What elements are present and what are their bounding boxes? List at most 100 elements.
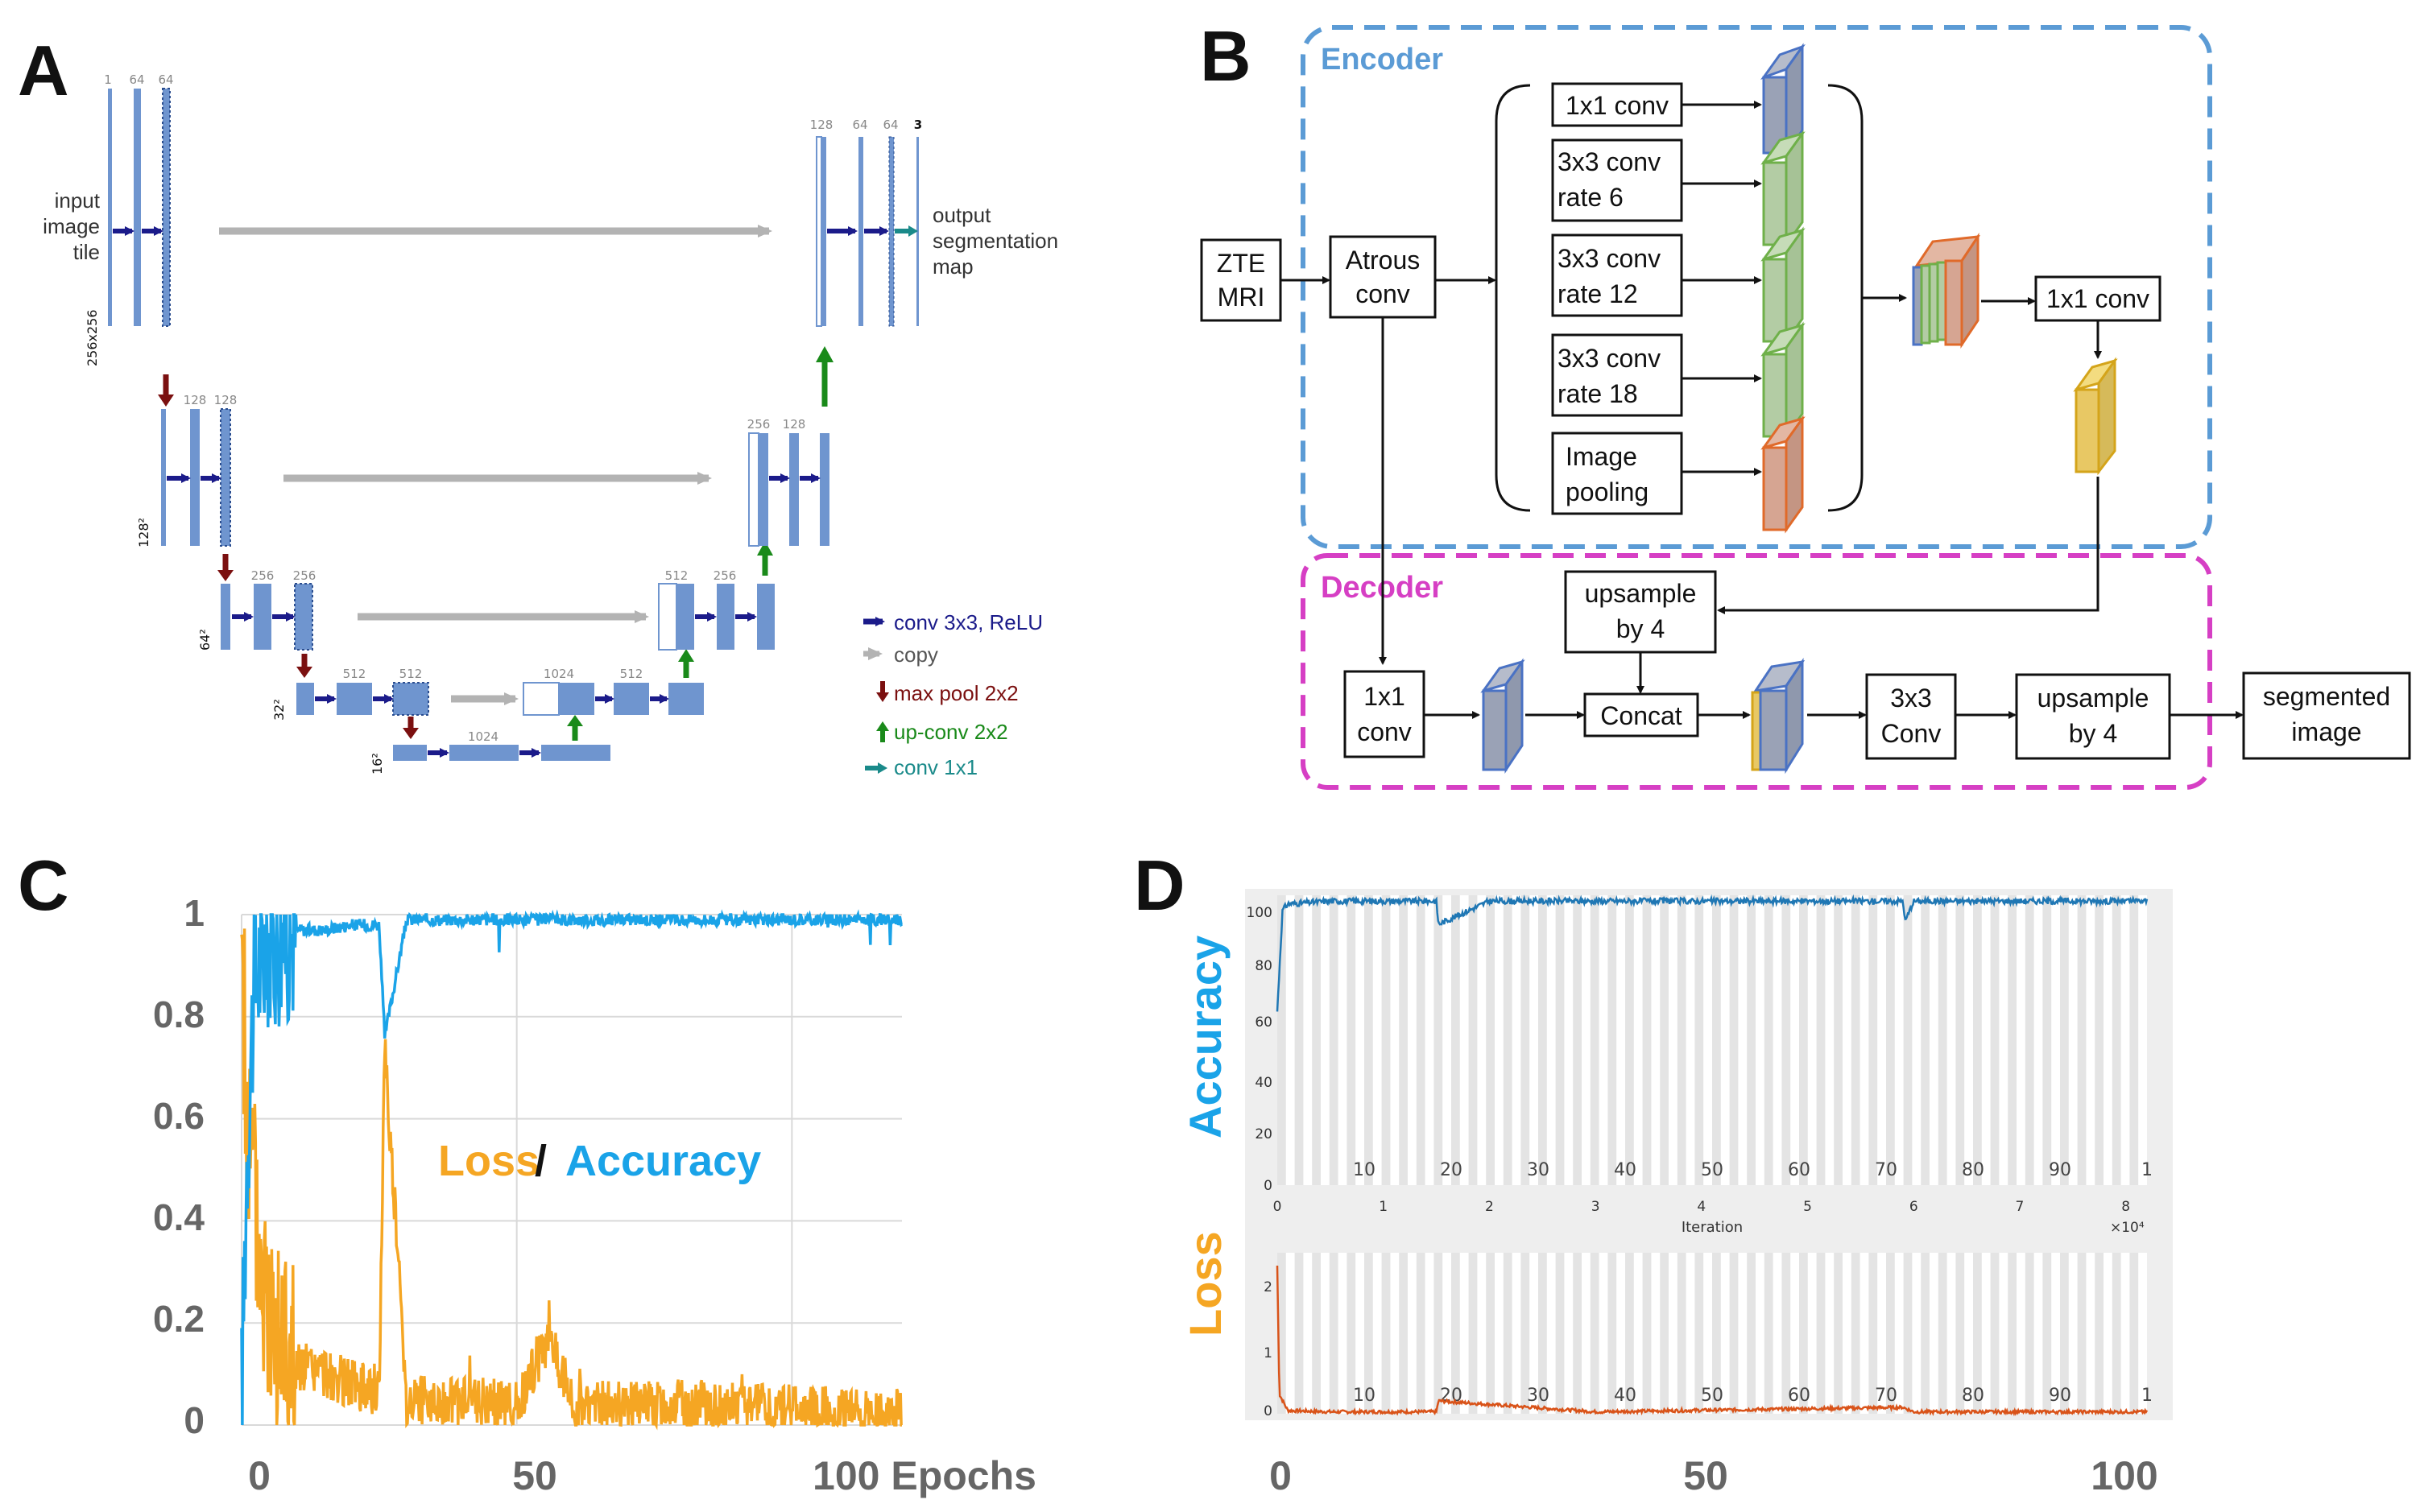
legend-conv1x1-icon-head: [878, 762, 887, 774]
chart-d-epoch-stripe: [1642, 1253, 1652, 1414]
feature-map-green-1: [1760, 130, 1806, 249]
chart-d-epoch-stripe: [1677, 1253, 1686, 1414]
zte-mri-box: [1200, 238, 1282, 322]
chart-d-epoch-tick: 80: [1962, 1386, 1984, 1406]
chart-d-epoch-stripe: [2008, 1253, 2017, 1414]
chart-d-epoch-stripe: [1903, 1253, 1913, 1414]
decoder-region: [1301, 553, 2212, 790]
legend-upconv-label: up-conv 2x2: [894, 720, 1008, 744]
chart-d-acc-ytick: 40: [1255, 1075, 1272, 1091]
chart-d-epoch-stripe: [2129, 1253, 2139, 1414]
unet-pool-arrow-head: [296, 667, 312, 678]
unet-upconv-arrow-head: [678, 649, 694, 662]
upsample-1-label-1: upsample: [1585, 579, 1697, 608]
chart-d-iteration-exponent: ×10⁴: [2110, 1220, 2145, 1236]
chart-d-epoch-stripe: [1573, 1253, 1582, 1414]
chart-d-acc-ytick: 20: [1255, 1126, 1272, 1142]
branch-rate18-label-1: 3x3 conv: [1557, 344, 1661, 373]
chart-d-epoch-stripe: [1312, 1253, 1321, 1414]
unet-input-label-3: tile: [73, 240, 100, 264]
unet-res-256: 256x256: [85, 309, 100, 366]
chart-d-iteration-tick: 0: [1273, 1199, 1282, 1215]
chart-d-iteration-tick: 8: [2121, 1199, 2130, 1215]
unet-diagram: 1 64 64 input image tile 256x256 128 128…: [43, 72, 1058, 779]
chart-d-epoch-stripe: [1277, 1253, 1286, 1414]
chart-d-epoch-stripe: [1329, 895, 1338, 1185]
chart-d-series-accuracy: [1276, 894, 2149, 1012]
unet-output-label-3: map: [933, 254, 974, 279]
chart-d-epoch-stripe: [2060, 1253, 2069, 1414]
chart-d-epoch-stripes: [1277, 895, 2139, 1414]
unet-ch-256r3: 256: [714, 568, 737, 583]
chart-d-epoch-tick: 1: [2141, 1386, 2153, 1406]
unet-ch-128a: 128: [184, 393, 207, 407]
chart-d-epoch-stripe: [1468, 1253, 1478, 1414]
chart-d-epoch-tick: 90: [2049, 1386, 2071, 1406]
unet-ch-128r1: 128: [810, 118, 834, 132]
unet-upconv-arrow-head: [816, 346, 834, 362]
unet-map-r1-d: [888, 136, 895, 327]
feature-map-orange: [1760, 415, 1806, 534]
chart-d-iteration-tick: 5: [1803, 1199, 1812, 1215]
unet-map-r2-d: [820, 433, 829, 546]
chart-d-epoch-stripe: [1660, 1253, 1669, 1414]
chart-c-ytick: 0.4: [153, 1196, 205, 1238]
upsample-2-label-1: upsample: [2037, 684, 2149, 713]
chart-d-epoch-stripe: [1834, 1253, 1843, 1414]
segmented-image-box: [2242, 671, 2411, 760]
chart-d-loss-ytick: 1: [1264, 1345, 1272, 1361]
unet-ch-64a: 64: [129, 72, 144, 87]
chart-d-epoch-stripe: [1868, 895, 1878, 1185]
chart-d-acc-ytick: 0: [1264, 1178, 1272, 1194]
unet-ch-1024r: 1024: [544, 667, 574, 681]
chart-c-legend-loss: Loss: [438, 1137, 540, 1185]
zte-mri-label-2: MRI: [1218, 283, 1265, 312]
chart-d-epoch-stripe: [1294, 895, 1304, 1185]
chart-c-legend-sep: /: [535, 1137, 547, 1185]
image-pooling-box: [1551, 432, 1683, 515]
chart-d-epoch-tick: 10: [1353, 1386, 1375, 1406]
chart-c-xtick-50: 50: [512, 1453, 557, 1498]
chart-d-epoch-stripe: [1347, 895, 1356, 1185]
unet-map-l4-a: [296, 683, 314, 715]
conv3x3-box: [1865, 673, 1957, 760]
legend-conv1x1-label: conv 1x1: [894, 755, 978, 779]
unet-legend: conv 3x3, ReLU copy max pool 2x2 up-conv…: [863, 610, 1043, 779]
unet-res-16: 16²: [370, 753, 385, 775]
upsample-2-label-2: by 4: [2069, 719, 2117, 748]
chart-d-epoch-tick: 60: [1788, 1386, 1810, 1406]
chart-d-epoch-stripe: [1607, 1253, 1617, 1414]
chart-d-epoch-tick: 60: [1788, 1160, 1810, 1180]
chart-d-epoch-stripe: [1416, 895, 1425, 1185]
chart-d-accuracy-ylabel: Accuracy: [1180, 936, 1231, 1138]
feature-map-gray-decoder: [1480, 658, 1525, 774]
chart-d-acc-ytick: 100: [1247, 905, 1272, 921]
legend-pool-label: max pool 2x2: [894, 681, 1019, 705]
chart-d-epoch-stripe: [1486, 1253, 1495, 1414]
chart-d-epoch-stripe: [1938, 895, 1947, 1185]
chart-d-epoch-stripe: [1764, 895, 1773, 1185]
unet-map-b-c: [541, 745, 610, 761]
chart-d-epoch-stripe: [1834, 895, 1843, 1185]
chart-d-epoch-stripe: [1886, 895, 1895, 1185]
chart-d-epoch-stripe: [1399, 1253, 1408, 1414]
unet-ch-512r: 512: [620, 667, 643, 681]
chart-d-epoch-stripe: [1503, 895, 1512, 1185]
chart-d-epoch-stripe: [1694, 1253, 1704, 1414]
feature-map-yellow: [2073, 357, 2118, 476]
chart-d-epoch-tick: 20: [1440, 1160, 1462, 1180]
chart-d-epoch-stripe: [1712, 895, 1721, 1185]
chart-d-epoch-stripe: [2112, 895, 2121, 1185]
chart-d-epoch-stripe: [2077, 895, 2087, 1185]
feature-map-green-2: [1760, 226, 1806, 345]
encoder-region: [1301, 25, 2212, 549]
chart-d-epoch-stripe: [1868, 1253, 1878, 1414]
chart-d-epoch-stripe: [1938, 1253, 1947, 1414]
branch-rate6-label-1: 3x3 conv: [1557, 147, 1661, 176]
chart-d-epoch-stripe: [1816, 895, 1826, 1185]
chart-d-epoch-stripe: [1555, 895, 1565, 1185]
unet-map-r2-a: [748, 432, 759, 547]
chart-d-epoch-tick: 1: [2141, 1160, 2153, 1180]
legend-copy-label: copy: [894, 642, 938, 667]
